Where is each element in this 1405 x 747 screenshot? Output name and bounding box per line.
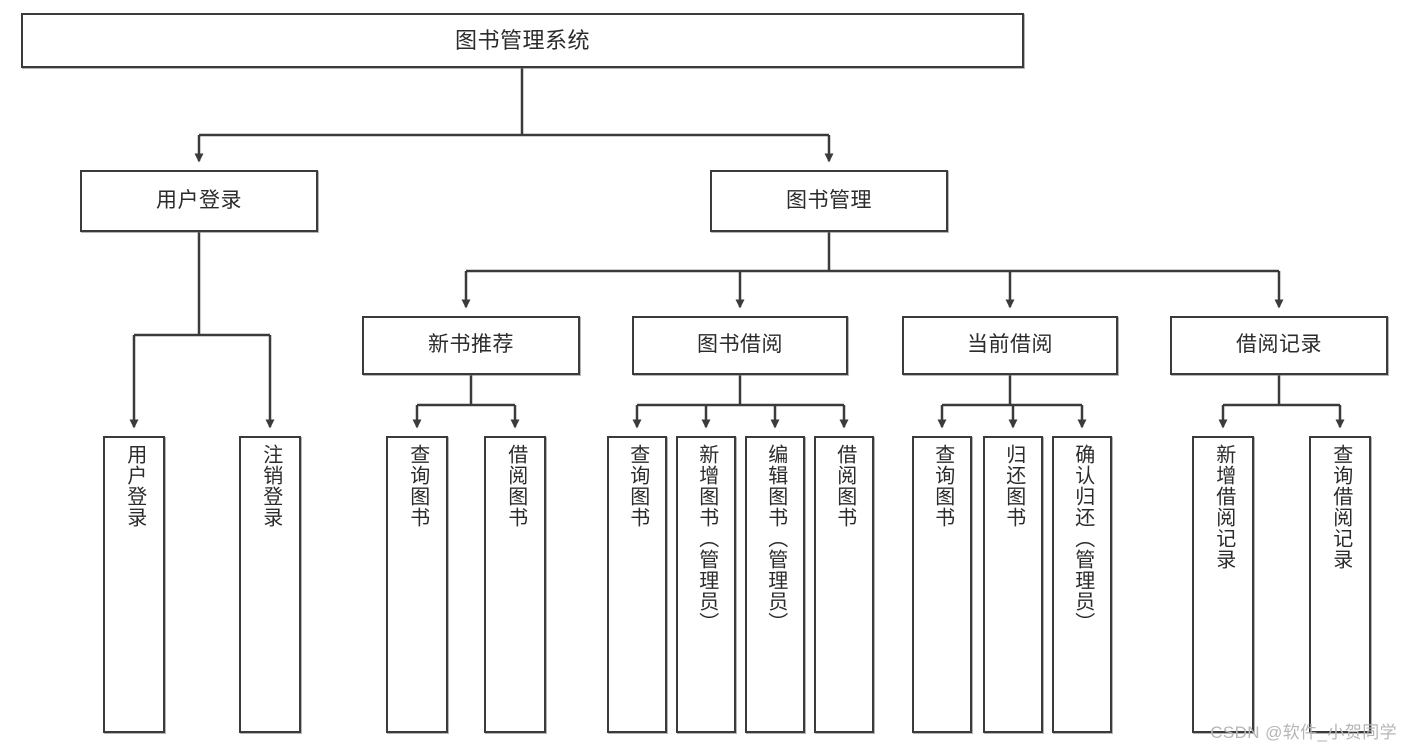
node-current-borrow[interactable]: 当前借阅 xyxy=(902,316,1118,375)
node-leaf-borrow-books-1[interactable]: 借阅图书 xyxy=(484,436,546,733)
node-leaf-confirm-return[interactable]: 确认归还（管理员） xyxy=(1052,436,1112,733)
edge-userlogin-to-leaves xyxy=(129,232,275,429)
node-user-login-label: 用户登录 xyxy=(156,188,242,212)
node-leaf-query-record-label: 查询借阅记录 xyxy=(1329,444,1352,570)
node-leaf-query-record[interactable]: 查询借阅记录 xyxy=(1309,436,1371,733)
node-user-login[interactable]: 用户登录 xyxy=(80,170,318,232)
node-leaf-user-login-label: 用户登录 xyxy=(123,444,146,528)
edge-currentborrow-to-leaves xyxy=(937,375,1087,429)
node-book-manage-label: 图书管理 xyxy=(786,188,872,212)
node-borrow-record[interactable]: 借阅记录 xyxy=(1170,316,1388,375)
csdn-watermark: CSDN @软件_小贺同学 xyxy=(1210,723,1397,742)
node-leaf-query-books-1-label: 查询图书 xyxy=(406,444,429,528)
node-leaf-return-book-label: 归还图书 xyxy=(1002,444,1025,528)
node-book-manage[interactable]: 图书管理 xyxy=(710,170,948,232)
node-leaf-query-books-1[interactable]: 查询图书 xyxy=(386,436,448,733)
node-root[interactable]: 图书管理系统 xyxy=(21,13,1024,68)
node-leaf-query-books-3-label: 查询图书 xyxy=(931,444,954,528)
node-leaf-add-book-label: 新增图书（管理员） xyxy=(695,444,718,633)
edge-bookborrow-to-leaves xyxy=(632,375,849,429)
node-leaf-borrow-books-2-label: 借阅图书 xyxy=(833,444,856,528)
edge-bookmanage-to-level3 xyxy=(461,232,1284,309)
node-leaf-user-login[interactable]: 用户登录 xyxy=(103,436,165,733)
node-leaf-edit-book-label: 编辑图书（管理员） xyxy=(764,444,787,633)
node-leaf-edit-book[interactable]: 编辑图书（管理员） xyxy=(745,436,805,733)
node-leaf-query-books-2-label: 查询图书 xyxy=(626,444,649,528)
node-leaf-logout[interactable]: 注销登录 xyxy=(239,436,301,733)
edge-borrowrecord-to-leaves xyxy=(1218,375,1345,429)
edge-root-to-level2 xyxy=(194,68,834,163)
node-leaf-confirm-return-label: 确认归还（管理员） xyxy=(1071,444,1094,633)
node-leaf-borrow-books-2[interactable]: 借阅图书 xyxy=(814,436,874,733)
node-leaf-query-books-2[interactable]: 查询图书 xyxy=(607,436,667,733)
node-new-book-recommend-label: 新书推荐 xyxy=(428,333,514,357)
node-leaf-return-book[interactable]: 归还图书 xyxy=(983,436,1043,733)
node-book-borrow-label: 图书借阅 xyxy=(697,333,783,357)
node-root-label: 图书管理系统 xyxy=(454,27,590,53)
node-leaf-logout-label: 注销登录 xyxy=(259,444,282,528)
node-leaf-add-record[interactable]: 新增借阅记录 xyxy=(1192,436,1254,733)
edge-newbook-to-leaves xyxy=(412,375,520,429)
node-leaf-add-record-label: 新增借阅记录 xyxy=(1212,444,1235,570)
node-leaf-borrow-books-1-label: 借阅图书 xyxy=(504,444,527,528)
node-borrow-record-label: 借阅记录 xyxy=(1236,333,1322,357)
node-leaf-add-book[interactable]: 新增图书（管理员） xyxy=(676,436,736,733)
node-current-borrow-label: 当前借阅 xyxy=(967,333,1053,357)
node-new-book-recommend[interactable]: 新书推荐 xyxy=(362,316,580,375)
node-leaf-query-books-3[interactable]: 查询图书 xyxy=(912,436,972,733)
node-book-borrow[interactable]: 图书借阅 xyxy=(632,316,848,375)
